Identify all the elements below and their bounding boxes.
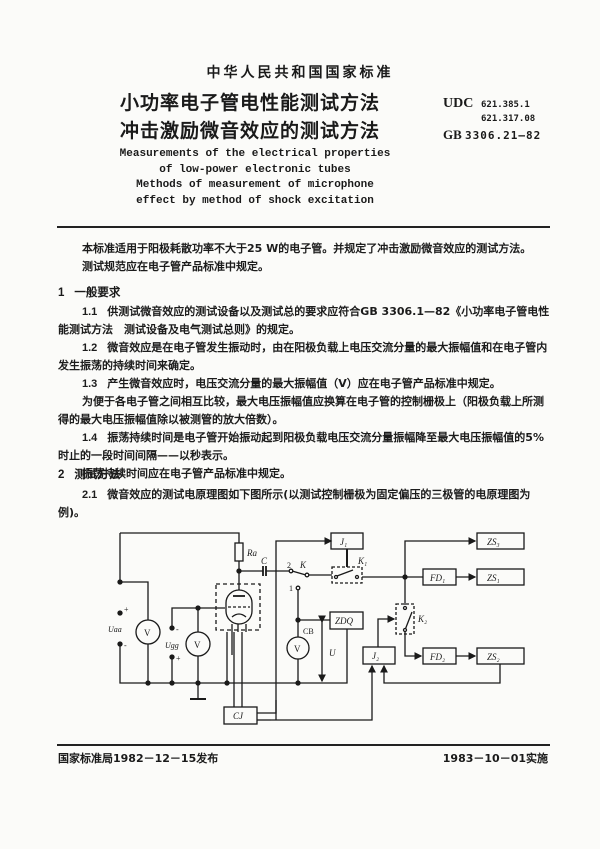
gb-standard-number: GB 3306.21—82 [443, 127, 541, 143]
svg-text:2: 2 [287, 561, 291, 570]
label-k2: K₂ [417, 614, 427, 624]
intro-line-2: 测试规范应在电子管产品标准中规定。 [82, 260, 269, 273]
svg-text:CJ: CJ [233, 711, 244, 721]
svg-text:J₁: J₁ [340, 537, 347, 547]
label-k: K [299, 560, 307, 570]
svg-text:+: + [176, 654, 181, 663]
label-uaa: Uaa [108, 625, 122, 634]
section-title: 一般要求 [74, 285, 121, 299]
heater-wires [233, 632, 243, 718]
national-standard-heading: 中华人民共和国国家标准 [206, 65, 394, 81]
resistor-ra [234, 542, 244, 562]
block-zs1 [476, 568, 525, 586]
svg-text:ZDQ: ZDQ [335, 616, 354, 626]
label-ra: Ra [246, 548, 257, 558]
section-1-heading: 1 一般要求 [58, 284, 552, 300]
title-english: Measurements of the electrical propertie… [110, 147, 400, 209]
svg-text:ZS₁: ZS₁ [487, 573, 500, 583]
section-number: 1 [58, 287, 65, 299]
block-cj [223, 706, 258, 725]
block-zs3 [476, 532, 525, 550]
title-en-line: Methods of measurement of microphone [136, 179, 374, 191]
label-k1: K₁ [357, 556, 367, 566]
capacitor-c [262, 566, 267, 576]
section-number: 2 [58, 469, 65, 481]
issue-date: 国家标准局1982－12－15发布 [58, 752, 219, 765]
label-c: C [261, 556, 268, 566]
udc-code-2: 621.317.08 [481, 114, 536, 124]
header-divider [57, 226, 550, 228]
clause-1-3-note: 为便于各电子管之间相互比较，最大电压振幅值应换算在电子管的控制栅极上（阳极负载上… [58, 395, 544, 426]
block-zs2 [476, 647, 525, 665]
label-u: U [329, 648, 336, 658]
svg-text:V: V [194, 640, 201, 650]
svg-text:ZS₂: ZS₂ [487, 652, 500, 662]
svg-text:-: - [124, 641, 127, 650]
gb-code: 3306.21—82 [465, 129, 542, 142]
footer-divider [57, 744, 550, 746]
switch-k [291, 570, 307, 576]
udc-classification: UDC 621.385.1 621.317.08 [443, 97, 535, 125]
svg-text:FD₁: FD₁ [429, 573, 445, 583]
title-en-line: of low-power electronic tubes [159, 163, 351, 176]
title-en-line: Measurements of the electrical propertie… [119, 148, 391, 160]
svg-text:1: 1 [289, 584, 293, 593]
title-cn-line1: 小功率电子管电性能测试方法 [119, 92, 380, 114]
block-j2 [362, 646, 396, 665]
svg-text:+: + [124, 605, 129, 614]
intro-paragraph: 本标准适用于阳极耗散功率不大于25 W的电子管。并规定了冲击激励微音效应的测试方… [58, 240, 552, 276]
wire-top [120, 532, 240, 543]
gb-label: GB [443, 127, 462, 142]
svg-text:V: V [144, 628, 151, 638]
intro-line-1: 本标准适用于阳极耗散功率不大于25 W的电子管。并规定了冲击激励微音效应的测试方… [82, 242, 532, 255]
title-en-line: effect by method of shock excitation [136, 194, 374, 207]
section-title: 测试方法 [74, 467, 121, 481]
svg-text:J₂: J₂ [372, 651, 379, 661]
udc-code-1: 621.385.1 [481, 100, 530, 110]
triode-tube [225, 589, 253, 625]
svg-text:-: - [176, 625, 179, 634]
svg-text:ZS₃: ZS₃ [487, 537, 500, 547]
section-2-heading: 2 测试方法 [58, 466, 552, 482]
title-cn-line2: 冲击激励微音效应的测试方法 [119, 120, 380, 142]
udc-label: UDC [443, 96, 474, 111]
svg-text:FD₂: FD₂ [429, 652, 445, 662]
svg-text:V: V [294, 644, 301, 654]
label-ugg: Ugg [165, 641, 179, 650]
label-cb: CB [303, 627, 314, 636]
clause-1-4-note: 振荡持续时间应在电子管产品标准中规定。 [82, 467, 291, 480]
effective-date: 1983－10－01实施 [442, 752, 548, 765]
